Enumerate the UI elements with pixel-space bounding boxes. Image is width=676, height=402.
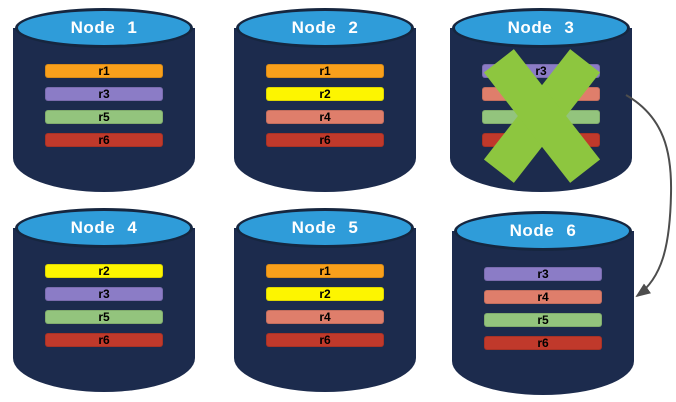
- replica-bar: r4: [484, 290, 602, 304]
- replica-list: r3 r4 r5 r6: [452, 267, 634, 350]
- replica-list: r1 r2 r4 r6: [234, 64, 416, 147]
- replica-bar: r1: [266, 264, 384, 278]
- replica-bar: r6: [45, 133, 163, 147]
- cylinder-top: Node 2: [236, 8, 414, 48]
- replica-bar: r5: [45, 310, 163, 324]
- cylinder-top: Node 6: [454, 211, 632, 251]
- replica-bar: r6: [266, 333, 384, 347]
- replica-label: r6: [98, 333, 110, 347]
- cylinder-top: Node 5: [236, 208, 414, 248]
- cylinder-top: Node 3: [452, 8, 630, 48]
- cylinder-top: Node 1: [15, 8, 193, 48]
- replica-label: r6: [98, 133, 110, 147]
- replica-label: r3: [98, 87, 110, 101]
- replica-bar: r6: [266, 133, 384, 147]
- replica-label: r1: [319, 64, 331, 78]
- node-2-cylinder: Node 2 r1 r2 r4 r6: [234, 8, 416, 192]
- replica-label: r6: [319, 333, 331, 347]
- replica-bar: r4: [266, 110, 384, 124]
- replica-bar: r3: [45, 287, 163, 301]
- replica-label: r1: [319, 264, 331, 278]
- node-4-cylinder: Node 4 r2 r3 r5 r6: [13, 208, 195, 392]
- node-title: Node 5: [291, 218, 359, 237]
- replica-label: r1: [98, 64, 110, 78]
- replica-bar: r1: [45, 64, 163, 78]
- replica-bar: r2: [45, 264, 163, 278]
- replica-label: r2: [319, 287, 331, 301]
- replica-label: r3: [537, 267, 549, 281]
- replica-label: r3: [535, 64, 547, 78]
- replica-bar: r6: [484, 336, 602, 350]
- replica-label: r6: [537, 336, 549, 350]
- node-title: Node 2: [291, 18, 359, 37]
- replica-label: r2: [319, 87, 331, 101]
- replica-label: r4: [319, 310, 331, 324]
- replica-list: r1 r3 r5 r6: [13, 64, 195, 147]
- replica-list: r1 r2 r4 r6: [234, 264, 416, 347]
- node-title: Node 4: [70, 218, 138, 237]
- replica-list: r2 r3 r5 r6: [13, 264, 195, 347]
- replica-bar: r5: [45, 110, 163, 124]
- replica-label: r4: [319, 110, 331, 124]
- replica-label: r6: [319, 133, 331, 147]
- failure-x-icon: [450, 8, 632, 192]
- replica-label: r5: [98, 110, 110, 124]
- node-3-cylinder: Node 3 r3 r4 r5 r6: [450, 8, 632, 192]
- replica-bar: r2: [266, 87, 384, 101]
- replica-label: r4: [537, 290, 549, 304]
- replica-bar: r1: [266, 64, 384, 78]
- cylinder-top: Node 4: [15, 208, 193, 248]
- replica-label: r3: [98, 287, 110, 301]
- replica-bar: r3: [45, 87, 163, 101]
- replica-label: r5: [537, 313, 549, 327]
- node-1-cylinder: Node 1 r1 r3 r5 r6: [13, 8, 195, 192]
- node-title: Node 6: [509, 221, 577, 240]
- replica-bar: r2: [266, 287, 384, 301]
- replica-bar: r6: [45, 333, 163, 347]
- node-title: Node 3: [507, 18, 575, 37]
- replica-bar: r4: [266, 310, 384, 324]
- replica-bar: r5: [484, 313, 602, 327]
- node-5-cylinder: Node 5 r1 r2 r4 r6: [234, 208, 416, 392]
- node-6-cylinder: Node 6 r3 r4 r5 r6: [452, 211, 634, 395]
- replica-label: r2: [98, 264, 110, 278]
- node-title: Node 1: [70, 18, 138, 37]
- replica-bar: r3: [484, 267, 602, 281]
- replica-label: r5: [98, 310, 110, 324]
